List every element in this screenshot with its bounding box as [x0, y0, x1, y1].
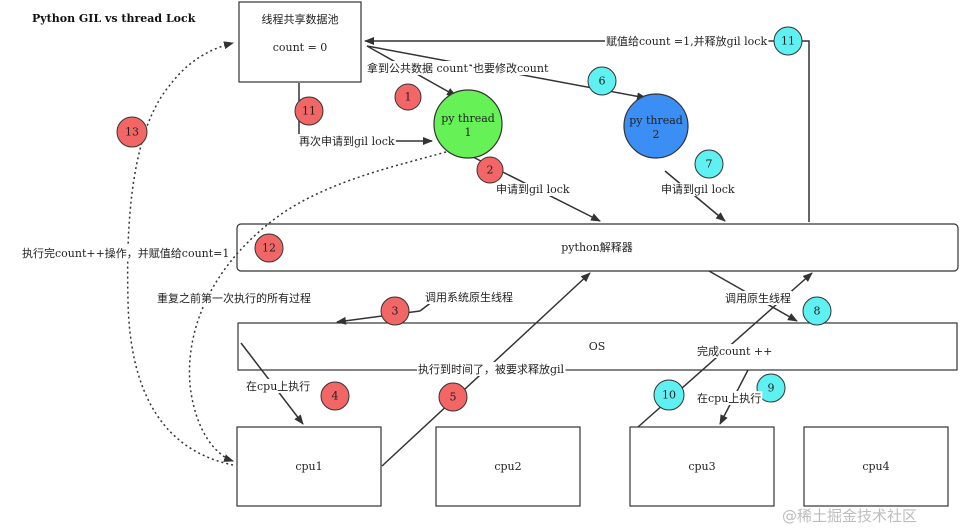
step-5: 5	[438, 382, 468, 412]
svg-text:7: 7	[706, 158, 713, 171]
svg-text:调用原生线程: 调用原生线程	[725, 291, 791, 305]
cpu4-label: cpu4	[862, 460, 889, 473]
svg-text:执行到时间了，被要求释放gil: 执行到时间了，被要求释放gil	[418, 362, 565, 376]
svg-text:9: 9	[768, 382, 775, 395]
label-call-sys: 调用系统原生线程	[424, 290, 514, 304]
label-timeout: 执行到时间了，被要求释放gil	[417, 362, 566, 376]
t1-line1: py thread	[441, 112, 495, 125]
cpu4-box: cpu4	[803, 426, 949, 507]
label-also-modify: 也要修改count	[472, 61, 550, 75]
label-exec-done: 执行完count++操作，并赋值给count=1	[21, 246, 231, 260]
step-1: 1	[394, 83, 422, 111]
svg-text:也要修改count: 也要修改count	[473, 61, 549, 75]
step-10: 10	[653, 379, 685, 411]
step-11-release: 11	[773, 26, 803, 56]
os-label: OS	[589, 340, 606, 353]
svg-text:调用系统原生线程: 调用系统原生线程	[425, 290, 513, 304]
label-apply-1: 申请到gil lock	[495, 183, 571, 196]
svg-text:10: 10	[662, 389, 676, 402]
shared-data-pool-box: 线程共享数据池 count = 0	[238, 1, 362, 83]
svg-text:赋值给count =1,并释放gil lock: 赋值给count =1,并释放gil lock	[606, 34, 767, 48]
cpu2-label: cpu2	[494, 460, 521, 473]
step-8: 8	[802, 296, 832, 326]
svg-text:在cpu上执行: 在cpu上执行	[697, 391, 761, 405]
dotted-repeat-path	[188, 151, 447, 462]
svg-text:完成count ++: 完成count ++	[697, 344, 772, 358]
label-on-cpu-1: 在cpu上执行	[245, 379, 312, 393]
svg-text:重复之前第一次执行的所有过程: 重复之前第一次执行的所有过程	[157, 291, 311, 305]
step-12: 12	[254, 233, 284, 263]
cpu1-box: cpu1	[236, 426, 382, 507]
py-thread-2: py thread 2	[623, 93, 689, 159]
step-4: 4	[320, 381, 350, 411]
diagram-title: Python GIL vs thread Lock	[32, 12, 196, 25]
label-reapply: 再次申请到gil lock	[298, 134, 396, 148]
label-call-native: 调用原生线程	[724, 291, 792, 305]
label-done-count: 完成count ++	[696, 344, 774, 358]
interpreter-box: python解释器	[236, 223, 959, 272]
svg-text:8: 8	[814, 305, 821, 318]
label-apply-2: 申请到gil lock	[660, 183, 736, 196]
t2-line2: 2	[653, 128, 660, 141]
svg-text:5: 5	[450, 391, 457, 404]
svg-text:6: 6	[599, 75, 606, 88]
svg-text:申请到gil lock: 申请到gil lock	[661, 183, 735, 196]
step-13: 13	[116, 116, 148, 148]
svg-text:2: 2	[487, 164, 494, 177]
step-7: 7	[694, 149, 724, 179]
step-9: 9	[756, 373, 786, 403]
cpu3-label: cpu3	[688, 460, 715, 473]
svg-text:12: 12	[262, 242, 276, 255]
t2-line1: py thread	[629, 114, 683, 127]
svg-text:拿到公共数据 count: 拿到公共数据 count	[367, 61, 468, 75]
t1-line2: 1	[465, 126, 472, 139]
svg-text:11: 11	[302, 105, 316, 118]
svg-text:4: 4	[332, 390, 339, 403]
watermark: @稀土掘金技术社区	[782, 507, 917, 525]
arrow-assign-release	[364, 37, 810, 222]
label-get-data: 拿到公共数据 count	[366, 61, 470, 75]
svg-text:在cpu上执行: 在cpu上执行	[246, 379, 310, 393]
cpu3-box: cpu3	[629, 426, 775, 507]
os-box: OS	[237, 322, 958, 371]
step-11-reapply: 11	[294, 96, 324, 126]
step-3: 3	[380, 296, 410, 326]
svg-text:11: 11	[781, 35, 795, 48]
svg-text:1: 1	[405, 91, 412, 104]
dotted-exec-done-path	[126, 41, 234, 466]
svg-text:再次申请到gil lock: 再次申请到gil lock	[299, 134, 395, 148]
pool-title: 线程共享数据池	[262, 12, 339, 26]
svg-text:申请到gil lock: 申请到gil lock	[496, 183, 570, 196]
interpreter-label: python解释器	[561, 240, 632, 254]
svg-text:执行完count++操作，并赋值给count=1: 执行完count++操作，并赋值给count=1	[22, 246, 229, 260]
cpu1-label: cpu1	[295, 460, 322, 473]
step-2: 2	[476, 156, 504, 184]
svg-text:3: 3	[392, 305, 399, 318]
svg-text:13: 13	[125, 126, 139, 139]
label-repeat: 重复之前第一次执行的所有过程	[156, 291, 312, 305]
pool-count: count = 0	[273, 41, 328, 54]
step-6: 6	[587, 66, 617, 96]
label-on-cpu-2: 在cpu上执行	[696, 391, 763, 405]
py-thread-1: py thread 1	[433, 89, 503, 159]
cpu2-box: cpu2	[435, 426, 581, 507]
label-assign-release: 赋值给count =1,并释放gil lock	[605, 34, 769, 48]
